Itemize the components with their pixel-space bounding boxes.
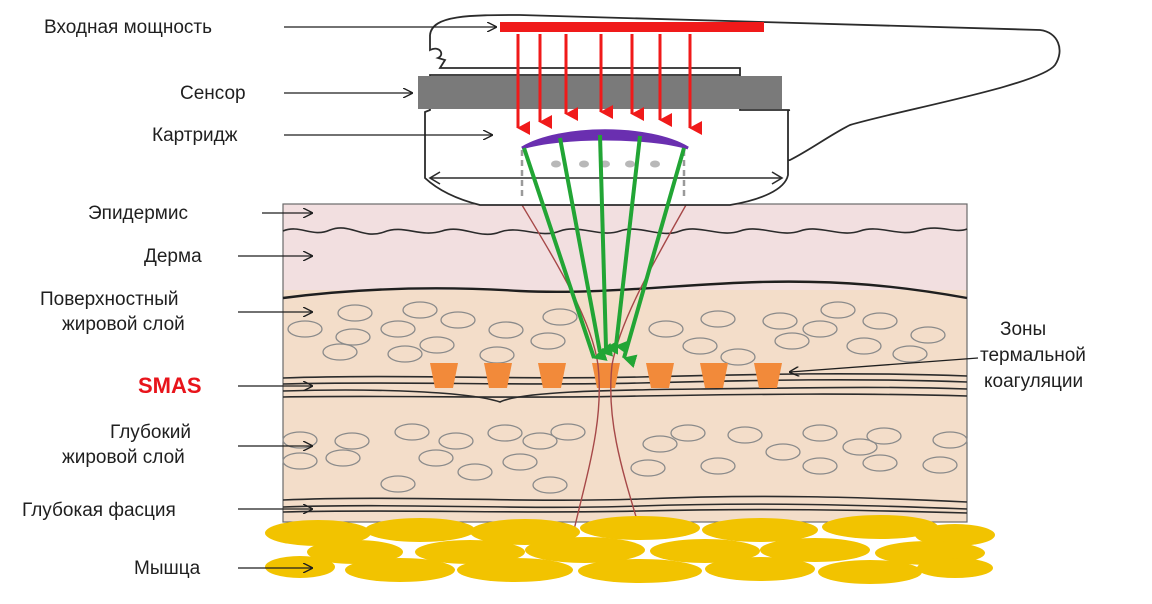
- label-muscle: Мышца: [134, 558, 201, 579]
- coagulation-zone: [484, 363, 512, 388]
- hifu-handpiece: [418, 14, 1061, 206]
- label-deep-fascia: Глубокая фасция: [22, 500, 176, 521]
- focal-envelope: [521, 204, 687, 531]
- callout-line2: термальной: [980, 345, 1086, 366]
- label-deep-fat-line1: Глубокий: [110, 422, 191, 443]
- power-arrows: [516, 34, 702, 135]
- coagulation-zone: [538, 363, 566, 388]
- coagulation-zone: [754, 363, 782, 388]
- coagulation-callout: Зоны термальной коагуляции: [790, 319, 1086, 392]
- label-cartridge: Картридж: [152, 125, 238, 146]
- coagulation-zone: [700, 363, 728, 388]
- ultrasound-beams: [522, 134, 686, 369]
- input-power-bar: [500, 22, 764, 32]
- callout-line3: коагуляции: [984, 371, 1083, 392]
- cartridge-lens: [521, 129, 689, 150]
- fat-layer: [283, 290, 967, 522]
- left-labels: Входная мощность Сенсор Картридж Эпидерм…: [22, 17, 496, 579]
- label-superficial-fat-line1: Поверхностный: [40, 289, 179, 310]
- skin-cross-section: [282, 203, 968, 531]
- callout-line1: Зоны: [1000, 319, 1046, 340]
- label-sensor: Сенсор: [180, 83, 246, 104]
- muscle-layer: [265, 515, 995, 584]
- label-epidermis: Эпидермис: [88, 203, 188, 224]
- superficial-fat-boundary: [282, 280, 968, 300]
- smas-layer-lines: [282, 372, 968, 403]
- deep-fascia-lines: [282, 495, 968, 514]
- coagulation-zone: [430, 363, 458, 388]
- epidermis-line: [282, 227, 968, 236]
- label-dermis: Дерма: [144, 246, 202, 267]
- coagulation-zone: [646, 363, 674, 388]
- deep-fat-cells: [282, 423, 968, 494]
- label-deep-fat-line2: жировой слой: [62, 447, 185, 468]
- label-smas: SMAS: [138, 373, 202, 398]
- label-input-power: Входная мощность: [44, 17, 212, 38]
- superficial-fat-cells: [287, 301, 946, 366]
- label-superficial-fat-line2: жировой слой: [62, 314, 185, 335]
